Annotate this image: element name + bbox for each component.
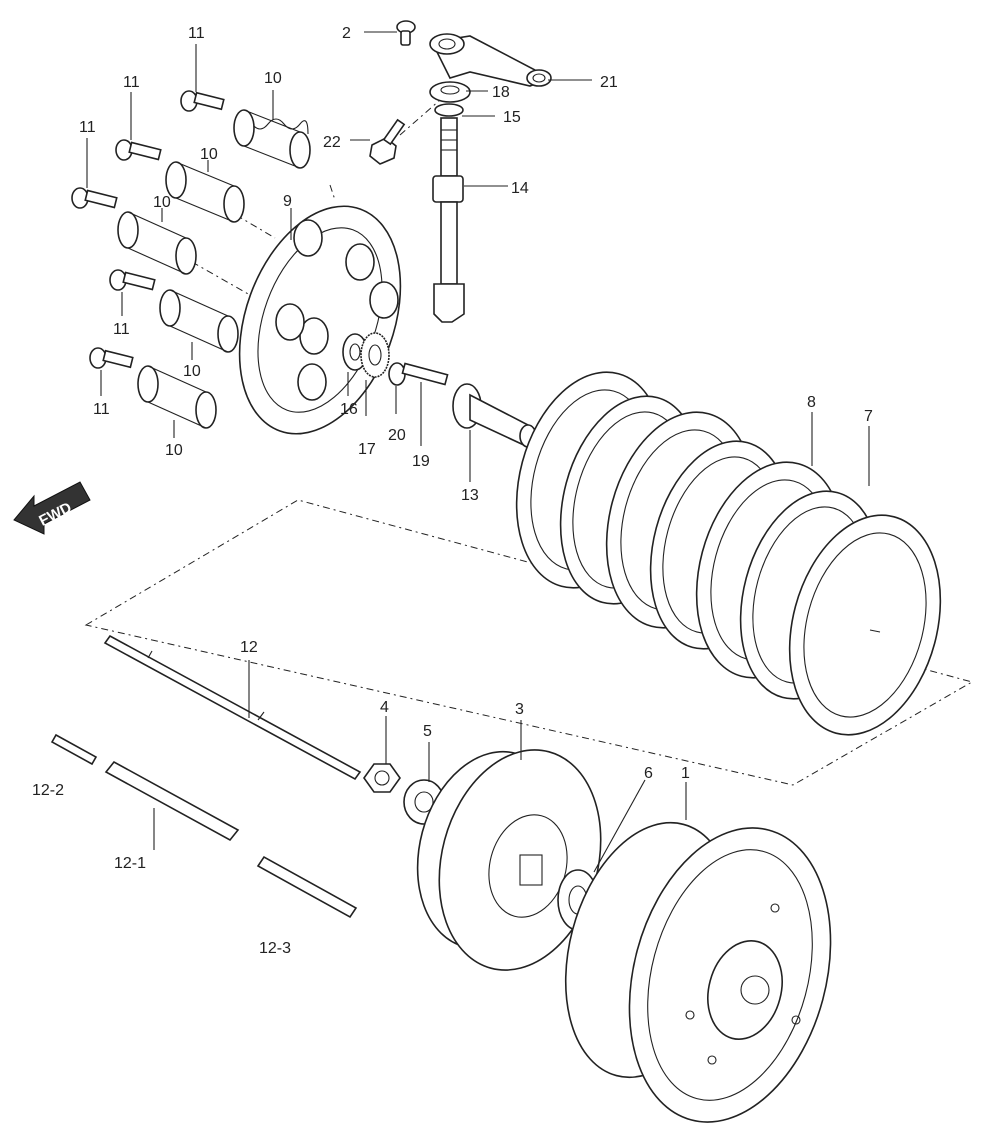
ring-part-15	[434, 103, 464, 117]
part-label-10: 10	[200, 146, 218, 163]
friction-plate-part-8	[788, 514, 942, 736]
bolt-part-11	[109, 269, 156, 291]
spring-part-10	[165, 161, 245, 223]
clutch-basket-part-1	[564, 821, 832, 1123]
part-label-5: 5	[423, 723, 432, 740]
rod-part-12	[103, 634, 362, 781]
bolt-part-11	[71, 187, 118, 209]
spring-part-10	[233, 109, 311, 169]
part-label-12: 12	[240, 639, 258, 656]
shaft-part-14	[432, 117, 465, 323]
part-label-10: 10	[165, 442, 183, 459]
part-label-11: 11	[93, 401, 110, 418]
bolt-part-11	[115, 139, 162, 161]
washer-part-18	[429, 81, 471, 103]
arm-part-21	[429, 33, 552, 87]
part-label-11: 11	[123, 74, 140, 91]
bolt-part-11	[180, 90, 225, 112]
part-label-3: 3	[515, 701, 524, 718]
part-labels: 2 21 18 15 22 14 11 11 11 11 11 10 10 10…	[32, 25, 873, 957]
spring-part-10	[137, 365, 217, 429]
part-label-12-2: 12-2	[32, 782, 64, 799]
part-label-11: 11	[79, 119, 96, 136]
part-label-4: 4	[380, 699, 389, 716]
pin-part-12-3	[256, 855, 358, 919]
rod-part-12-1	[104, 760, 240, 842]
spring-guide-line	[235, 214, 276, 239]
part-label-7: 7	[864, 408, 873, 425]
bolt-part-11	[89, 347, 134, 369]
pin-part-12-2	[50, 733, 98, 766]
part-label-10: 10	[183, 363, 201, 380]
part-label-8: 8	[807, 394, 816, 411]
part-label-13: 13	[461, 487, 479, 504]
part-label-6: 6	[644, 765, 653, 782]
washer-guide-line	[399, 99, 441, 136]
bearing-part-17	[360, 332, 390, 378]
part-label-21: 21	[600, 74, 618, 91]
spring-guide-line	[329, 184, 336, 201]
leader-lines	[86, 31, 881, 873]
part-label-1: 1	[681, 765, 690, 782]
part-label-2: 2	[342, 25, 351, 42]
pressure-plate-part-9	[238, 205, 402, 435]
part-label-18: 18	[492, 84, 510, 101]
nut-part-4	[363, 763, 401, 793]
pushrod-part-13	[452, 383, 537, 449]
part-label-10: 10	[153, 194, 171, 211]
part-label-9: 9	[283, 193, 292, 210]
bolt-part-22	[369, 118, 406, 165]
fwd-arrow-icon: FWD	[13, 481, 91, 535]
part-label-11: 11	[188, 25, 205, 42]
part-label-20: 20	[388, 427, 406, 444]
part-label-16: 16	[340, 401, 358, 418]
part-label-10: 10	[264, 70, 282, 87]
part-label-19: 19	[412, 453, 430, 470]
part-label-12-3: 12-3	[259, 940, 291, 957]
screw-part-2	[396, 20, 416, 46]
part-label-11: 11	[113, 321, 130, 338]
assembly-outline	[84, 499, 974, 786]
part-label-17: 17	[358, 441, 376, 458]
part-label-22: 22	[323, 134, 341, 151]
part-label-15: 15	[503, 109, 521, 126]
spring-part-10	[117, 211, 197, 275]
spring-guide-line	[191, 261, 251, 296]
part-label-14: 14	[511, 180, 529, 197]
spring-part-10	[159, 289, 239, 353]
rod-part-19	[401, 362, 449, 386]
part-label-12-1: 12-1	[114, 855, 146, 872]
